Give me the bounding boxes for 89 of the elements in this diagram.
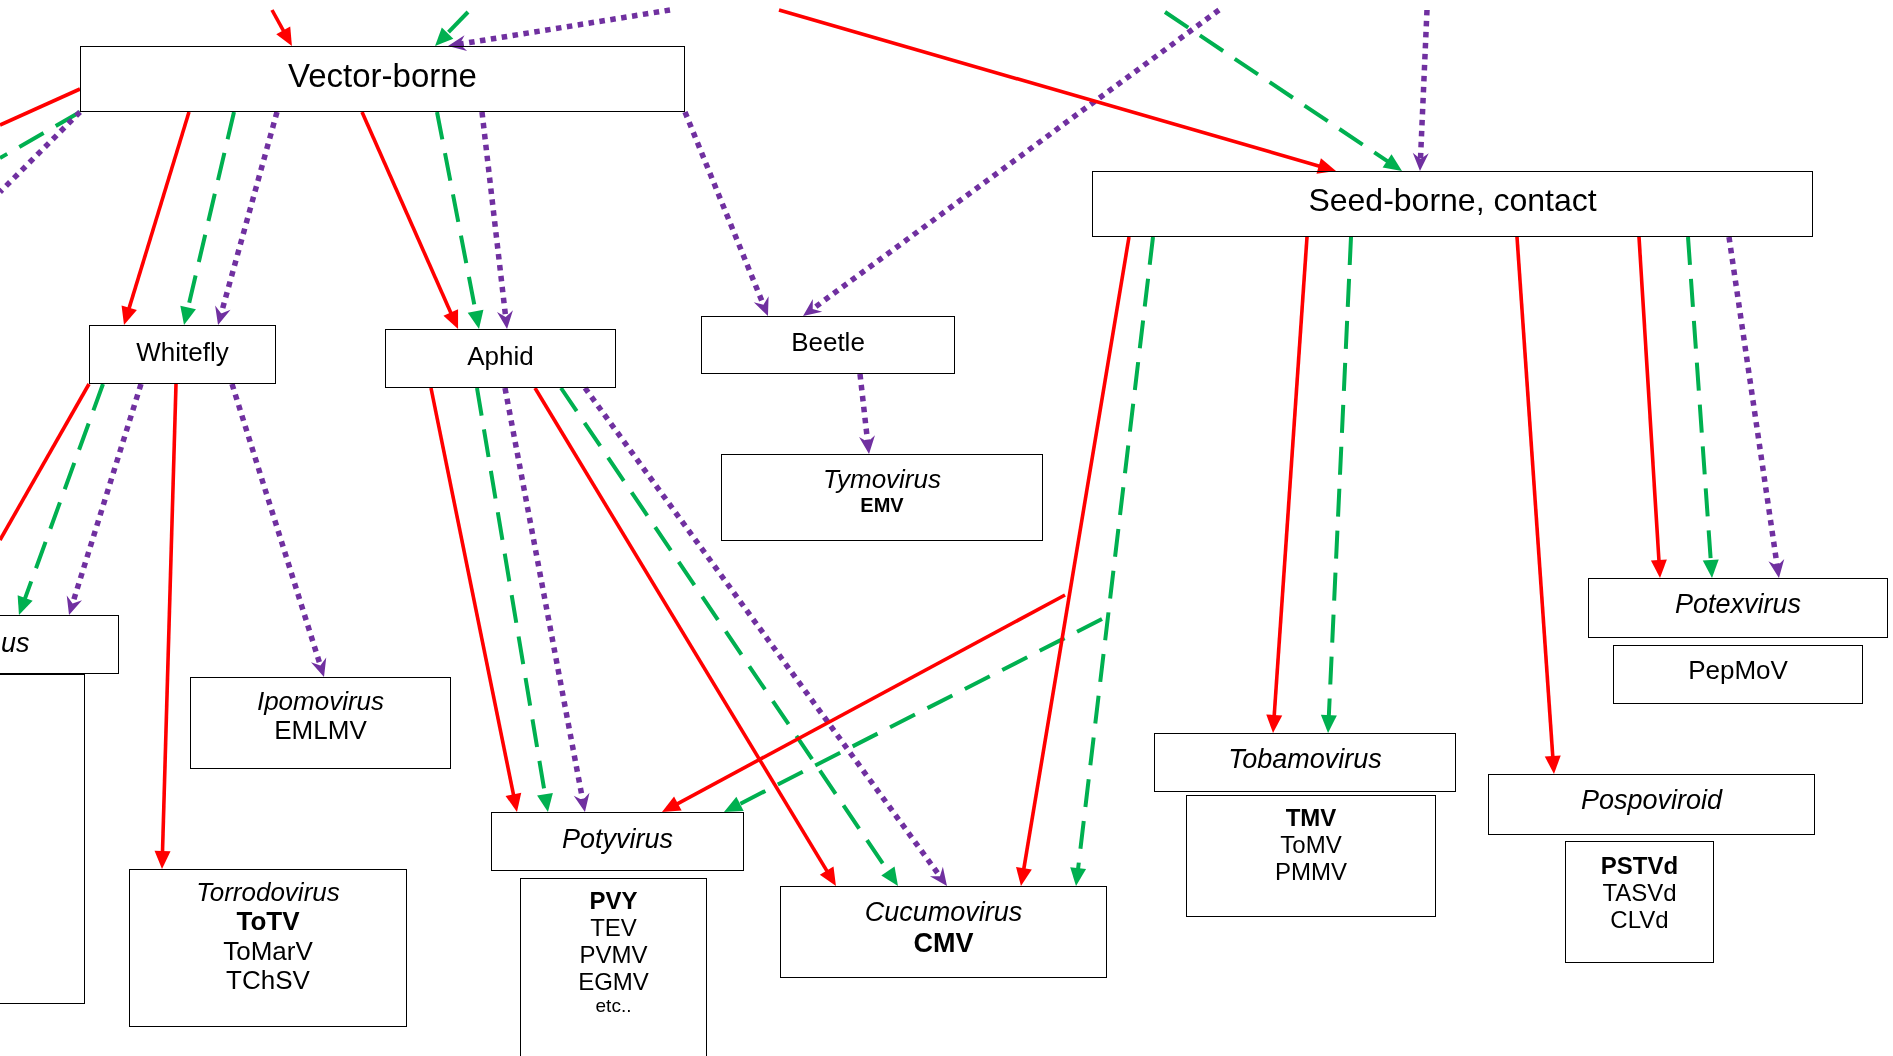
arrow: [1412, 9, 1430, 171]
virus-acronym: EGMV: [578, 968, 649, 996]
genus-box: [491, 812, 744, 871]
arrow: [448, 7, 671, 51]
arrow: [180, 111, 236, 326]
arrow: [1515, 236, 1561, 774]
virus-acronym: PVY: [589, 887, 638, 915]
connector-line: [0, 87, 81, 127]
box-heading: Beetle: [791, 328, 865, 358]
box-heading: Vector-borne: [288, 57, 477, 95]
genus-name: Ipomovirus: [256, 687, 385, 717]
arrow: [154, 383, 178, 869]
arrow: [1320, 236, 1353, 733]
arrow: [559, 386, 898, 886]
list-box: [1613, 645, 1863, 704]
genus-box: [1154, 733, 1456, 792]
box-heading: Whitefly: [136, 338, 229, 368]
genus-name: Potexvirus: [1674, 589, 1802, 620]
list-box: [1186, 795, 1436, 917]
box-heading: Seed-borne, contact: [1308, 182, 1597, 219]
virus-acronym: PSTVd: [1600, 852, 1679, 880]
vector-box: [385, 329, 616, 388]
arrow: [1686, 236, 1719, 578]
virus-acronym: PepMoV: [1688, 656, 1788, 686]
arrow: [778, 8, 1336, 174]
virus-acronym: CLVd: [1610, 906, 1669, 934]
genus-box: [129, 869, 407, 1027]
virus-acronym: PMMV: [1275, 858, 1347, 886]
virus-acronym: EMLMV: [274, 716, 367, 746]
connector-line: [0, 383, 91, 541]
genus-name: Potyvirus: [561, 824, 673, 855]
arrow: [1726, 236, 1785, 578]
virus-acronym: TChSV: [226, 966, 310, 996]
genus-name: us: [1, 628, 30, 659]
category-box: [1092, 171, 1813, 237]
arrow: [66, 383, 144, 616]
virus-acronym: ToMarV: [223, 936, 313, 967]
genus-box: [1588, 578, 1888, 638]
genus-box: [721, 454, 1043, 541]
arrow: [1163, 10, 1402, 171]
arrow: [582, 386, 947, 886]
virus-acronym: ToMV: [1280, 831, 1342, 859]
arrow: [215, 111, 280, 326]
genus-name: Cucumovirus: [864, 897, 1023, 928]
arrow: [1070, 236, 1155, 887]
genus-box: [1488, 774, 1815, 835]
arrow: [429, 387, 522, 812]
arrow: [475, 387, 553, 812]
list-box: [1565, 841, 1714, 963]
genus-name: Torrodovirus: [196, 878, 340, 908]
genus-name: Tobamovirus: [1228, 744, 1382, 775]
list-box: [520, 878, 707, 1056]
virus-acronym: TMV: [1285, 804, 1337, 832]
arrow: [229, 383, 327, 678]
arrow: [435, 10, 470, 46]
arrow: [270, 9, 292, 47]
genus-name: Pospoviroid: [1580, 785, 1723, 816]
virus-acronym: CMV: [913, 927, 974, 958]
arrow: [17, 383, 105, 615]
box-heading: Aphid: [467, 342, 534, 372]
genus-name: Tymovirus: [823, 465, 941, 495]
genus-box: [0, 615, 119, 674]
virus-acronym: TASVd: [1602, 879, 1677, 907]
virus-acronym: PVMV: [579, 941, 648, 969]
arrow: [121, 111, 191, 325]
virus-acronym: ToTV: [236, 907, 300, 937]
virus-acronym: TEV: [590, 914, 637, 942]
arrow: [1637, 236, 1667, 578]
arrow: [724, 617, 1103, 813]
arrow: [1016, 236, 1131, 886]
arrow: [682, 110, 769, 316]
category-box: [80, 46, 685, 112]
arrow: [502, 387, 590, 813]
genus-box: [780, 886, 1107, 978]
arrow: [435, 111, 484, 329]
virus-acronym: EMV: [860, 494, 904, 517]
genus-box: [190, 677, 451, 769]
arrow: [360, 111, 459, 330]
arrow: [479, 111, 513, 330]
note-text: etc..: [595, 995, 632, 1017]
vector-box: [701, 316, 955, 374]
empty-box: [0, 674, 85, 1004]
vector-box: [89, 325, 276, 384]
arrow: [1266, 236, 1309, 733]
connector-line: [0, 110, 82, 194]
arrow: [662, 593, 1066, 813]
arrow: [533, 387, 836, 886]
arrow: [857, 373, 875, 455]
arrow: [803, 7, 1221, 317]
